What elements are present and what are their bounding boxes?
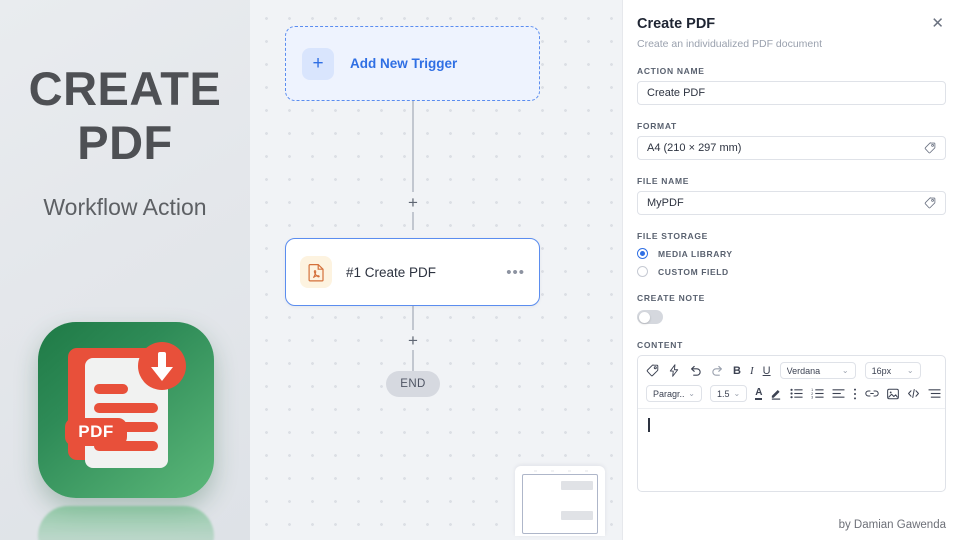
- editor-toolbar-row-2: Paragr... ⌄ 1.5 ⌄ A: [638, 385, 945, 408]
- download-arrow-icon: [138, 342, 186, 390]
- format-select[interactable]: A4 (210 × 297 mm): [637, 136, 946, 160]
- chevron-down-icon: ⌄: [906, 366, 914, 375]
- underline-icon[interactable]: U: [762, 364, 771, 377]
- chevron-down-icon: ⌄: [688, 389, 695, 398]
- highlight-icon[interactable]: [770, 387, 782, 400]
- bold-icon[interactable]: B: [733, 364, 741, 377]
- editor-toolbar-row-1: B I U Verdana ⌄ 16px ⌄: [638, 356, 945, 385]
- promo-title-line-1: CREATE: [28, 62, 222, 115]
- format-value: A4 (210 × 297 mm): [647, 142, 742, 154]
- content-editor: B I U Verdana ⌄ 16px ⌄ Paragr... ⌄ 1.5 ⌄…: [637, 355, 946, 492]
- pdf-badge: PDF: [65, 418, 127, 446]
- line-height-value: 1.5: [717, 388, 730, 399]
- font-size-select[interactable]: 16px ⌄: [864, 362, 921, 379]
- undo-icon[interactable]: [689, 364, 702, 377]
- promo-title-line-2: PDF: [77, 116, 173, 169]
- create-note-label: CREATE NOTE: [637, 293, 705, 303]
- redo-icon[interactable]: [711, 364, 724, 377]
- radio-media-library-label: MEDIA LIBRARY: [658, 248, 733, 259]
- app-icon-tile: PDF: [38, 322, 214, 498]
- radio-icon-selected: [637, 248, 648, 259]
- add-new-trigger-label: Add New Trigger: [350, 56, 458, 71]
- byline: by Damian Gawenda: [838, 519, 946, 531]
- italic-icon[interactable]: I: [749, 364, 754, 377]
- font-family-value: Verdana: [786, 365, 821, 376]
- action-name-value: Create PDF: [647, 87, 706, 99]
- svg-text:2: 2: [812, 392, 814, 396]
- connector-line: [412, 100, 414, 230]
- chevron-down-icon: ⌄: [733, 389, 741, 398]
- font-color-icon[interactable]: A: [755, 387, 763, 400]
- text-cursor: [648, 418, 650, 432]
- code-icon[interactable]: [907, 388, 920, 399]
- line-height-select[interactable]: 1.5 ⌄: [710, 385, 748, 402]
- preview-card[interactable]: [515, 466, 605, 536]
- tag-icon[interactable]: [924, 142, 936, 154]
- add-new-trigger-node[interactable]: + Add New Trigger: [285, 26, 540, 101]
- image-icon[interactable]: [887, 388, 900, 400]
- panel-description: Create an individualized PDF document: [637, 38, 823, 50]
- panel-header: Create PDF ✕: [637, 16, 946, 32]
- file-storage-label: FILE STORAGE: [637, 231, 709, 241]
- lightning-icon[interactable]: [668, 364, 680, 377]
- preview-card-frame: [522, 469, 598, 534]
- font-size-value: 16px: [871, 365, 892, 376]
- action-name-input[interactable]: Create PDF: [637, 81, 946, 105]
- file-name-input[interactable]: MyPDF: [637, 191, 946, 215]
- block-format-value: Paragr...: [653, 388, 685, 399]
- radio-icon: [637, 266, 648, 277]
- chevron-down-icon: ⌄: [841, 366, 849, 375]
- bullet-list-icon[interactable]: [790, 388, 804, 399]
- file-name-value: MyPDF: [647, 197, 684, 209]
- create-note-toggle[interactable]: [637, 310, 663, 324]
- svg-text:1: 1: [812, 388, 814, 392]
- close-icon[interactable]: ✕: [931, 15, 944, 32]
- document-text-line: [94, 403, 158, 413]
- promo-subtitle: Workflow Action: [43, 194, 207, 220]
- plus-icon: +: [302, 47, 334, 80]
- promo-panel: CREATE PDF Workflow Action PDF: [0, 0, 250, 540]
- link-icon[interactable]: [865, 389, 880, 398]
- action-settings-panel: Create PDF ✕ Create an individualized PD…: [622, 0, 960, 540]
- promo-title: CREATE PDF: [0, 62, 250, 170]
- add-step-button-top[interactable]: +: [403, 192, 423, 212]
- action-name-label: ACTION NAME: [637, 66, 705, 76]
- tag-icon[interactable]: [646, 364, 659, 377]
- file-name-label: FILE NAME: [637, 176, 690, 186]
- preview-card-dots: [527, 469, 593, 473]
- preview-card-block: [561, 511, 593, 520]
- preview-card-block: [561, 481, 593, 490]
- format-label: FORMAT: [637, 121, 677, 131]
- node-more-icon[interactable]: •••: [506, 263, 525, 281]
- more-icon[interactable]: [853, 388, 857, 400]
- action-node-label: #1 Create PDF: [346, 264, 437, 280]
- tag-icon[interactable]: [924, 197, 936, 209]
- document-text-line: [94, 441, 158, 451]
- block-format-select[interactable]: Paragr... ⌄: [646, 385, 702, 402]
- numbered-list-icon[interactable]: 1 2 3: [811, 388, 825, 399]
- action-node-create-pdf[interactable]: #1 Create PDF •••: [285, 238, 540, 306]
- content-label: CONTENT: [637, 340, 683, 350]
- panel-title: Create PDF: [637, 16, 716, 32]
- app-icon-reflection: [38, 506, 214, 540]
- add-step-button-bottom[interactable]: +: [403, 330, 423, 350]
- document-text-line: [94, 384, 128, 394]
- radio-custom-field[interactable]: CUSTOM FIELD: [637, 266, 946, 277]
- align-icon[interactable]: [832, 388, 845, 399]
- end-node: END: [386, 371, 440, 397]
- indent-icon[interactable]: [928, 388, 941, 399]
- content-editor-body[interactable]: [638, 409, 945, 491]
- font-family-select[interactable]: Verdana ⌄: [779, 362, 856, 379]
- svg-text:3: 3: [812, 395, 814, 399]
- workflow-canvas[interactable]: + Add New Trigger + #1 Create PDF ••• + …: [250, 0, 622, 540]
- pdf-file-icon: [300, 256, 332, 288]
- radio-media-library[interactable]: MEDIA LIBRARY: [637, 248, 946, 259]
- radio-custom-field-label: CUSTOM FIELD: [658, 266, 729, 277]
- pdf-app-icon: PDF: [38, 322, 214, 498]
- toolbar-divider: [638, 408, 945, 409]
